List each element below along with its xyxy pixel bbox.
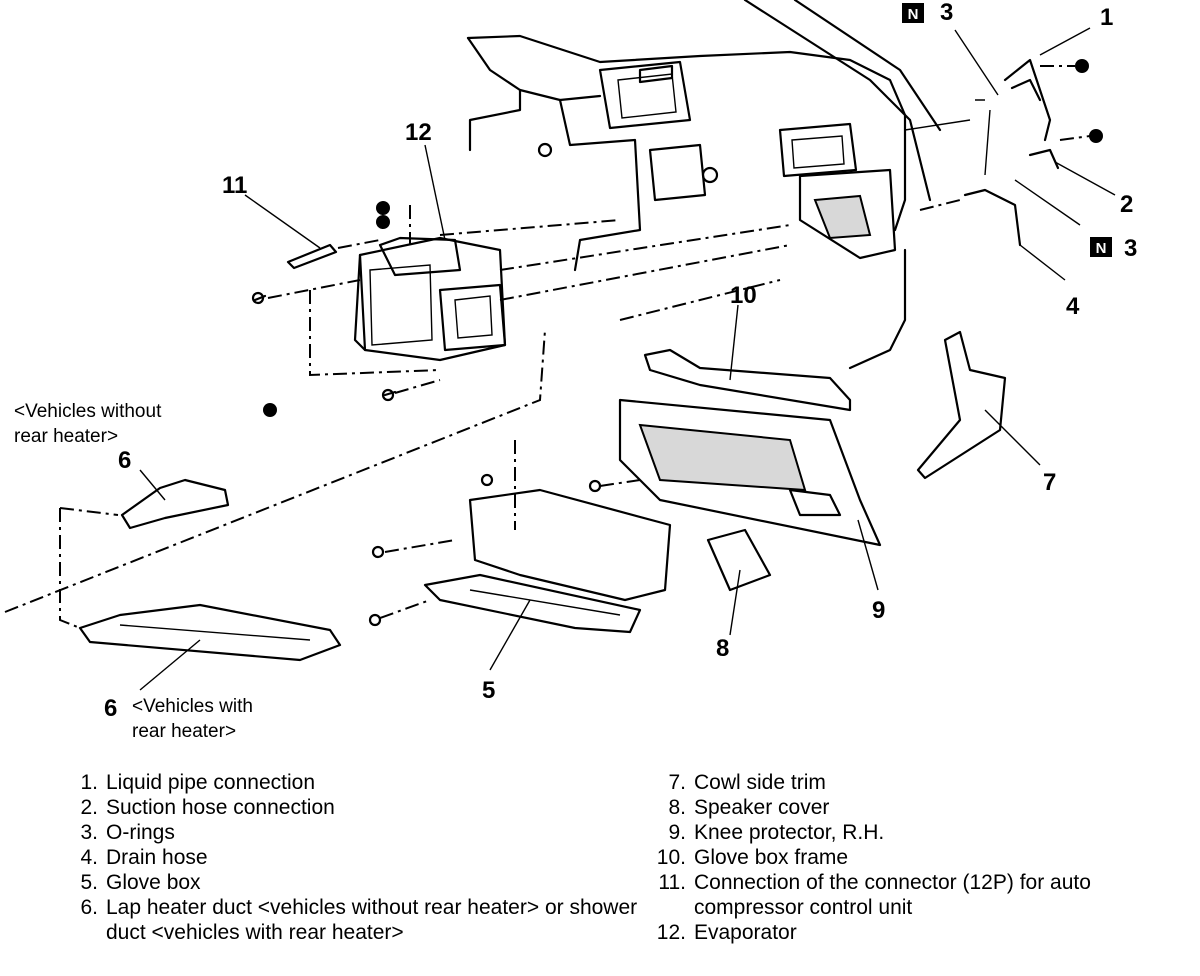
evaporator bbox=[309, 205, 507, 377]
legend-number: 5. bbox=[80, 871, 98, 894]
legend-item: 9. Knee protector, R.H. bbox=[638, 820, 1178, 845]
callout-2: 2 bbox=[1120, 191, 1133, 218]
legend-text: Suction hose connection bbox=[106, 796, 335, 819]
legend-text: Speaker cover bbox=[694, 796, 830, 819]
callout-6-top: 6 bbox=[118, 447, 131, 474]
callout-7: 7 bbox=[1043, 469, 1056, 496]
callout-12: 12 bbox=[405, 119, 432, 146]
n-badge-text: N bbox=[1096, 240, 1107, 257]
legend-item: 4. Drain hose bbox=[60, 845, 640, 870]
diagram-canvas: N N 1 2 3 3 4 5 6 6 7 8 9 10 11 12 <Vehi… bbox=[4, 0, 1137, 742]
callout-1: 1 bbox=[1100, 4, 1113, 31]
exploded-diagram: N N 1 2 3 3 4 5 6 6 7 8 9 10 11 12 <Vehi… bbox=[4, 0, 1137, 742]
legend-text: Knee protector, R.H. bbox=[694, 821, 885, 844]
legend-number: 10. bbox=[656, 846, 686, 869]
note-without-rear-heater-1: <Vehicles without bbox=[14, 401, 162, 422]
legend-item: 1. Liquid pipe connection bbox=[60, 770, 640, 795]
legend-number: 9. bbox=[668, 821, 686, 844]
cowl-side-trim bbox=[916, 330, 1007, 480]
lap-heater-duct bbox=[120, 478, 230, 530]
legend-item: 12. Evaporator bbox=[638, 920, 1178, 945]
legend-text: Glove box frame bbox=[694, 846, 849, 869]
legend-text: O-rings bbox=[106, 821, 175, 844]
note-without-rear-heater-2: rear heater> bbox=[14, 426, 118, 447]
legend-item: 8. Speaker cover bbox=[638, 795, 1178, 820]
legend-item: 2. Suction hose connection bbox=[60, 795, 640, 820]
legend-text: Evaporator bbox=[694, 921, 797, 944]
legend-number: 4. bbox=[80, 846, 98, 869]
glove-box-frame bbox=[643, 348, 852, 412]
parts-legend: 1. Liquid pipe connection 2. Suction hos… bbox=[60, 770, 1180, 970]
callout-4: 4 bbox=[1066, 293, 1080, 320]
note-with-rear-heater-1: <Vehicles with bbox=[132, 696, 253, 717]
n-badge-top: N bbox=[902, 3, 924, 23]
callout-3-top: 3 bbox=[940, 0, 953, 26]
legend-number: 2. bbox=[80, 796, 98, 819]
legend-text: Glove box bbox=[106, 871, 201, 894]
guide-lines bbox=[4, 329, 546, 629]
legend-item: 7. Cowl side trim bbox=[638, 770, 1178, 795]
legend-item: 10. Glove box frame bbox=[638, 845, 1178, 870]
pipes bbox=[919, 58, 1091, 247]
legend-item: 3. O-rings bbox=[60, 820, 640, 845]
knee-protector bbox=[618, 398, 882, 547]
callout-10: 10 bbox=[730, 282, 757, 309]
callout-11: 11 bbox=[222, 172, 247, 199]
note-with-rear-heater-2: rear heater> bbox=[132, 721, 236, 742]
legend-number: 12. bbox=[656, 921, 686, 944]
legend-text: Drain hose bbox=[106, 846, 208, 869]
callout-3-bottom: 3 bbox=[1124, 235, 1137, 262]
legend-number: 1. bbox=[80, 771, 98, 794]
legend-text: Liquid pipe connection bbox=[106, 771, 315, 794]
legend-number: 7. bbox=[668, 771, 686, 794]
legend-text: Lap heater duct <vehicles without rear h… bbox=[106, 896, 638, 944]
fasteners bbox=[251, 59, 1103, 417]
leader-lines bbox=[139, 27, 1116, 691]
glove-box bbox=[368, 440, 672, 634]
legend-text: Cowl side trim bbox=[694, 771, 826, 794]
legend-column-left: 1. Liquid pipe connection 2. Suction hos… bbox=[60, 770, 640, 945]
dashboard bbox=[439, 0, 971, 370]
legend-item: 5. Glove box bbox=[60, 870, 640, 895]
shower-duct bbox=[78, 603, 342, 662]
legend-number: 11. bbox=[658, 871, 686, 894]
n-badge-text: N bbox=[908, 6, 919, 23]
callout-9: 9 bbox=[872, 597, 885, 624]
legend-number: 3. bbox=[80, 821, 98, 844]
callout-6-bottom: 6 bbox=[104, 695, 117, 722]
callout-8: 8 bbox=[716, 635, 729, 662]
legend-item: 6. Lap heater duct <vehicles without rea… bbox=[60, 895, 640, 945]
legend-item: 11. Connection of the connector (12P) fo… bbox=[638, 870, 1178, 920]
legend-number: 6. bbox=[80, 896, 98, 919]
legend-text: Connection of the connector (12P) for au… bbox=[694, 871, 1091, 919]
callout-5: 5 bbox=[482, 677, 495, 704]
legend-column-right: 7. Cowl side trim 8. Speaker cover 9. Kn… bbox=[638, 770, 1178, 945]
connector-12p bbox=[286, 239, 381, 270]
legend-number: 8. bbox=[668, 796, 686, 819]
n-badge-bottom: N bbox=[1090, 237, 1112, 257]
speaker-cover bbox=[706, 528, 772, 592]
